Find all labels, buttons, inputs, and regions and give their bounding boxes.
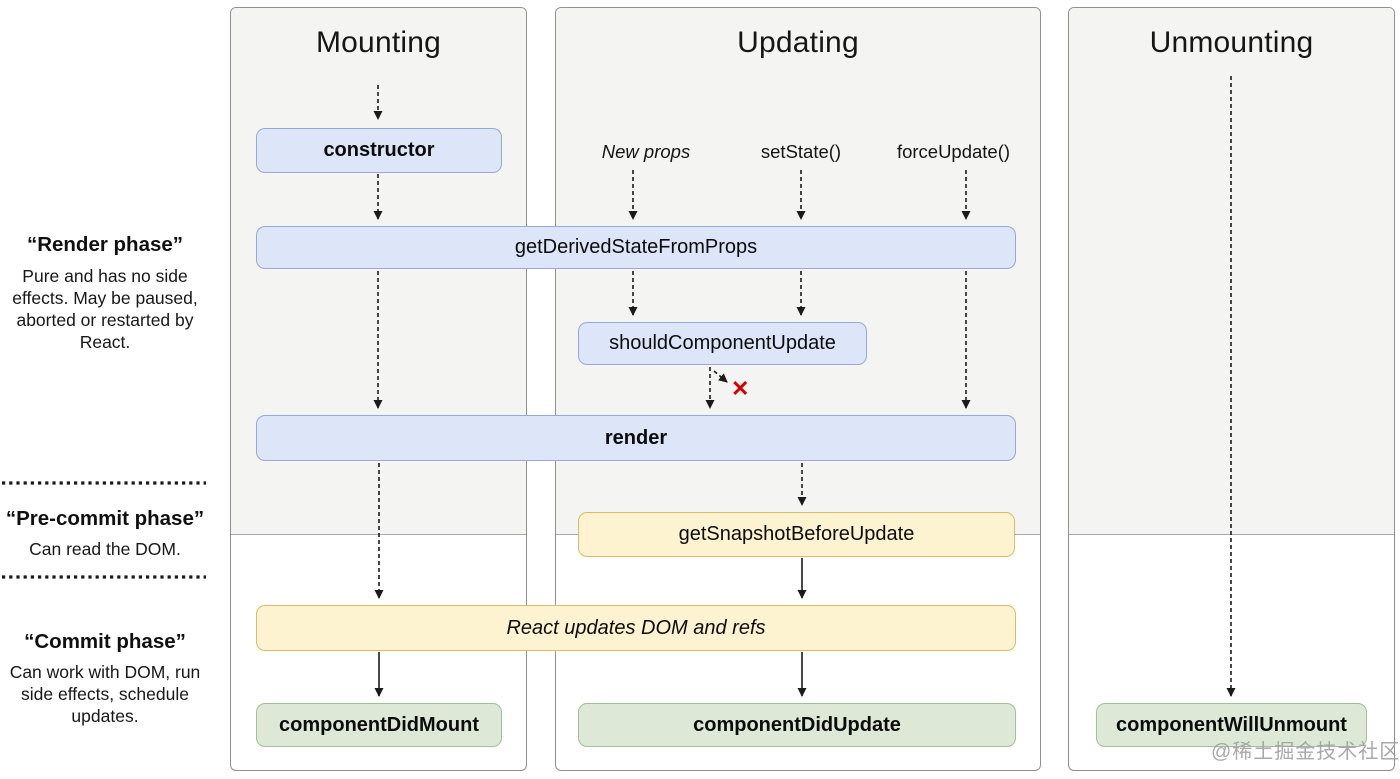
constructor-node[interactable]: constructor — [256, 128, 502, 173]
setstate-label: setState() — [760, 141, 842, 162]
getsnapshotbeforeupdate-node[interactable]: getSnapshotBeforeUpdate — [578, 512, 1015, 557]
pre-commit-phase-heading: “Pre-commit phase” — [5, 507, 205, 530]
pre-commit-phase-description: Can read the DOM. — [29, 539, 181, 559]
unmounting-title: Unmounting — [1149, 26, 1314, 59]
watermark: @稀土掘金技术社区 — [1211, 741, 1400, 763]
commit-phase-heading: “Commit phase” — [24, 630, 186, 653]
componentwillunmount-node[interactable]: componentWillUnmount — [1096, 703, 1367, 747]
mounting-title: Mounting — [315, 26, 441, 59]
render-phase-heading: “Render phase” — [26, 233, 184, 256]
componentdidmount-node[interactable]: componentDidMount — [256, 703, 502, 747]
new-props-label: New props — [601, 141, 691, 162]
render-phase-description: Pure and has no side effects. May be pau… — [12, 266, 198, 352]
render-node[interactable]: render — [256, 415, 1016, 461]
componentdidupdate-node[interactable]: componentDidUpdate — [578, 703, 1016, 747]
shouldcomponentupdate-node[interactable]: shouldComponentUpdate — [578, 322, 867, 365]
getderivedstatefromprops-node[interactable]: getDerivedStateFromProps — [256, 226, 1016, 269]
react-updates-dom-node: React updates DOM and refs — [256, 605, 1016, 651]
forceupdate-label: forceUpdate() — [896, 141, 1011, 162]
commit-phase-description: Can work with DOM, run side effects, sch… — [9, 662, 201, 726]
updating-title: Updating — [737, 26, 859, 59]
arrow-scu-false-branch — [713, 370, 728, 383]
skip-update-x-icon: ✕ — [731, 376, 750, 401]
